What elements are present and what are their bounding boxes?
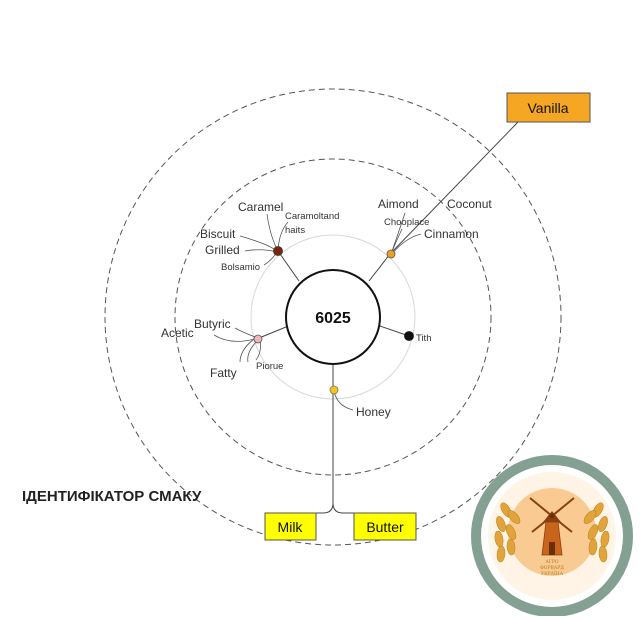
logo-text-line2: ФОРВАРД <box>540 565 564 571</box>
label-fatty: Fatty <box>210 366 237 380</box>
spoke-caramel <box>277 250 300 282</box>
spoke-tith <box>379 325 410 337</box>
label-caramel: Caramel <box>238 200 283 214</box>
dot-caramel <box>273 246 283 256</box>
leader-caramel <box>266 213 279 252</box>
center-value: 6025 <box>315 310 351 327</box>
label-chooplace: Chooplace <box>384 217 429 228</box>
label-tith: Tith <box>416 333 431 344</box>
label-biscuit: Biscuit <box>200 227 236 241</box>
logo-windmill <box>529 497 575 556</box>
leader-biscuit <box>239 235 278 252</box>
dot-honey <box>329 385 339 395</box>
label-coconut: Coconut <box>447 197 492 211</box>
spoke-aimond <box>368 253 391 282</box>
label-cinnamon: Cinnamon <box>424 227 479 241</box>
logo-ring <box>471 455 633 617</box>
label-piorue: Piorue <box>256 361 283 372</box>
leader-honey <box>333 390 354 411</box>
spoke-butyric <box>258 326 287 339</box>
dot-aimond <box>386 249 396 259</box>
dot-butyric <box>253 334 263 344</box>
label-grilled: Grilled <box>205 243 240 257</box>
logo-wheat-right <box>583 502 610 563</box>
butter-box <box>353 512 417 541</box>
middle-ring <box>174 158 492 476</box>
label-haits: haits <box>285 225 305 236</box>
logo-emblem: АГРО ФОРВАРД УКРАЇНА <box>471 455 633 617</box>
milk-box <box>264 512 317 541</box>
outer-ring <box>104 88 562 546</box>
leader-fatty-1 <box>239 338 255 363</box>
center-circle <box>285 269 381 365</box>
leader-grilled <box>244 249 278 253</box>
logo-wheat-left <box>494 502 521 563</box>
label-caramoltand: Caramoltand <box>285 211 339 222</box>
vanilla-box <box>506 92 591 123</box>
label-aimond: Aimond <box>378 197 419 211</box>
milk-box-label: Milk <box>278 519 304 535</box>
logo-text-line1: АГРО <box>545 559 558 565</box>
label-honey: Honey <box>356 405 391 419</box>
vanilla-leader <box>389 121 519 255</box>
page-title: ІДЕНТИФІКАТОР СМАКУ <box>22 488 202 505</box>
label-acetic: Acetic <box>161 326 194 340</box>
vanilla-box-label: Vanilla <box>528 100 569 116</box>
label-butyric: Butyric <box>194 317 231 331</box>
milk-butter-connector <box>316 389 354 514</box>
butter-box-label: Butter <box>366 519 404 535</box>
label-bolsamio: Bolsamio <box>221 262 260 273</box>
dot-tith <box>404 331 414 341</box>
logo-text-line3: УКРАЇНА <box>541 570 564 577</box>
